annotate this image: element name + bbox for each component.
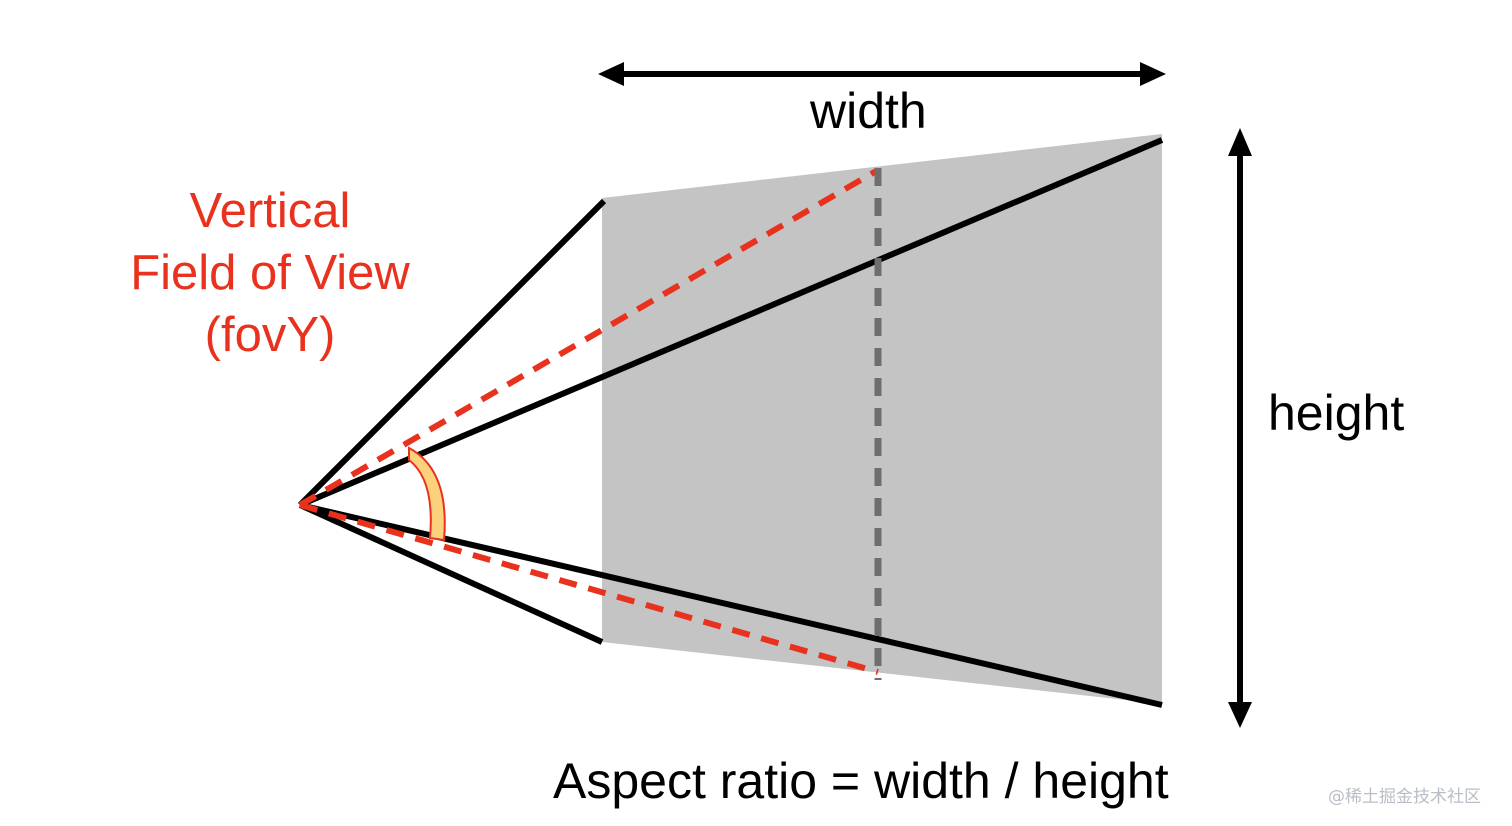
fov-label: Vertical Field of View (fovY): [110, 180, 430, 366]
near-top-edge: [297, 198, 607, 508]
fov-label-line-2: Field of View: [130, 246, 410, 300]
fov-top-ray: [298, 167, 880, 508]
width-arrow-left-head-icon: [598, 62, 624, 86]
height-arrow-top-head-icon: [1228, 128, 1252, 156]
near-bottom-edge: [298, 502, 604, 645]
aspect-ratio-label: Aspect ratio = width / height: [553, 753, 1169, 809]
angle-arc-icon: [408, 446, 446, 542]
watermark: @稀土掘金技术社区: [1328, 787, 1481, 807]
height-arrow-bottom-head-icon: [1228, 702, 1252, 728]
far-top-edge: [298, 137, 1164, 508]
fov-bottom-ray: [299, 502, 879, 675]
width-label: width: [810, 83, 927, 139]
fov-label-line-1: Vertical: [189, 184, 351, 238]
width-arrow-right-head-icon: [1140, 62, 1166, 86]
fov-label-line-3: (fovY): [204, 308, 336, 362]
frustum-face: [602, 134, 1162, 704]
height-label: height: [1268, 385, 1405, 441]
